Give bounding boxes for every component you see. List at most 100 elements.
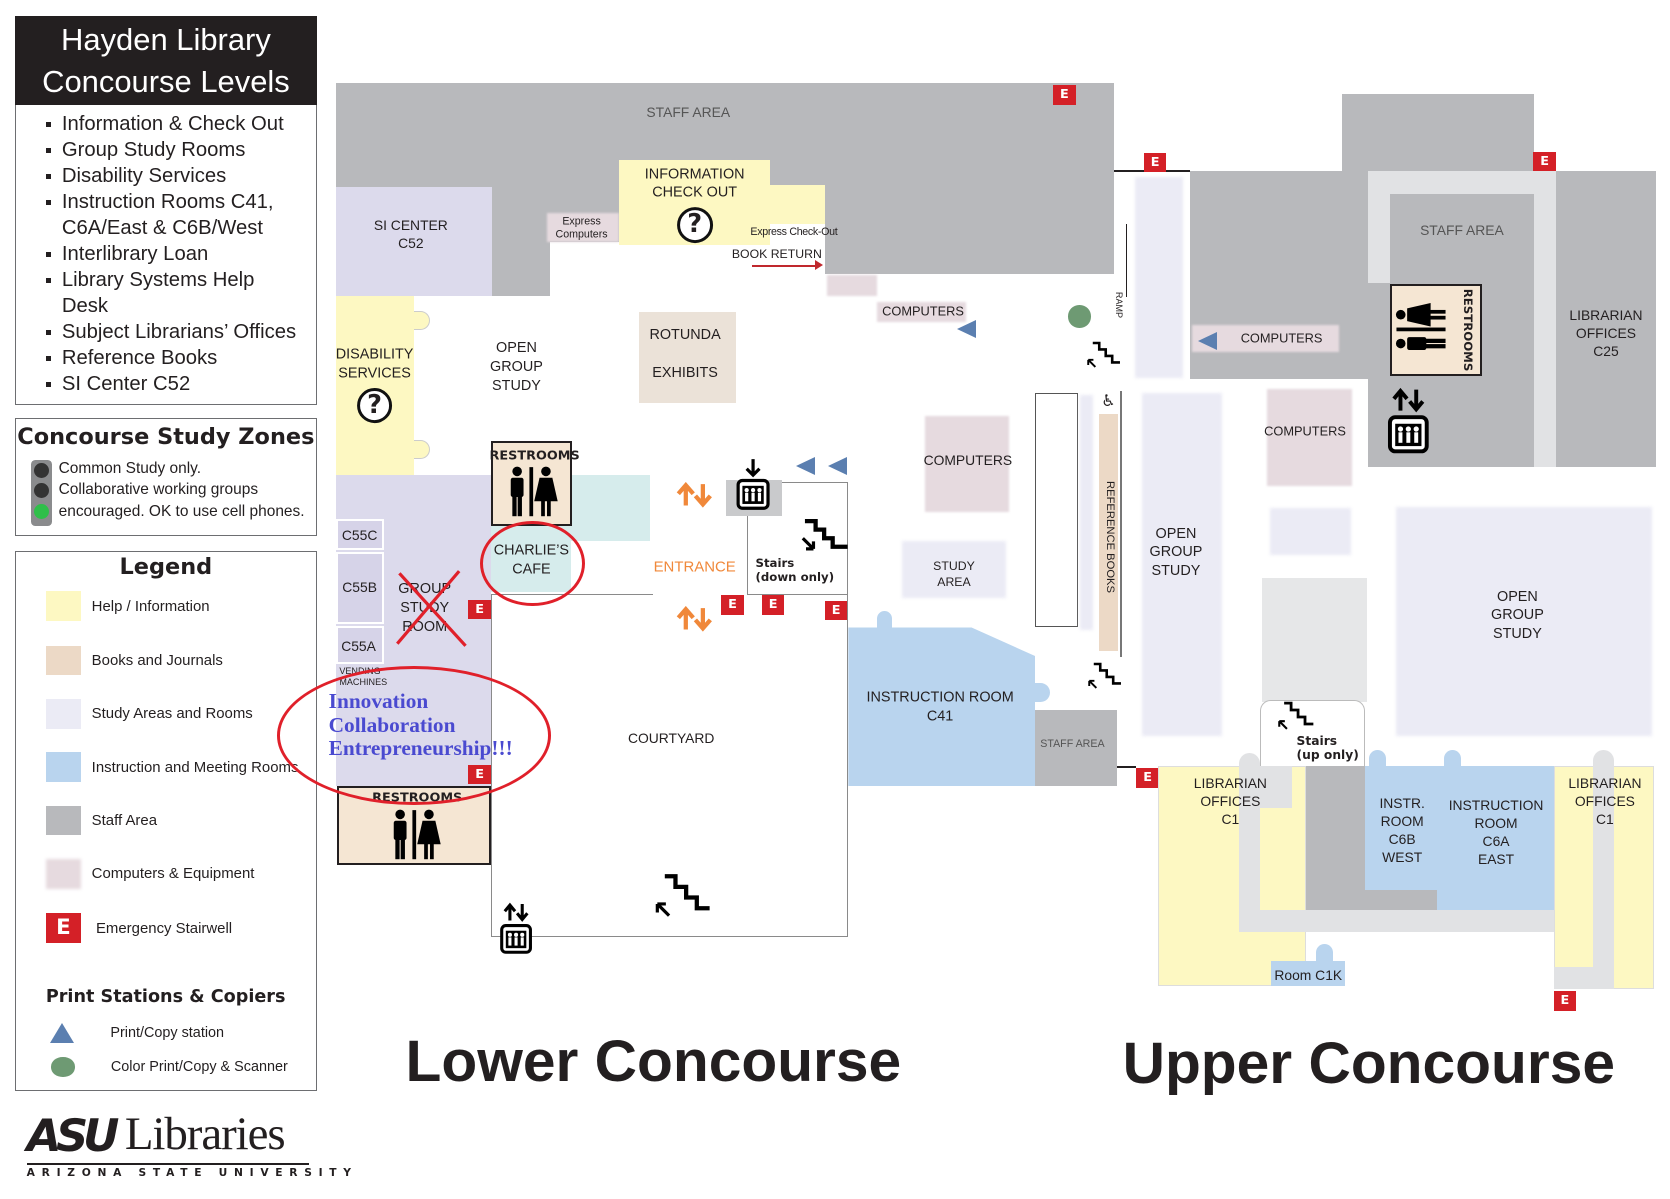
legend-item-color-print: Color Print/Copy & Scanner	[46, 1051, 288, 1083]
legend-label: Print/Copy station	[110, 1024, 225, 1041]
corridor	[1593, 750, 1615, 990]
red-ink-circle-cafe	[480, 520, 585, 607]
room-c55c	[336, 518, 385, 550]
information-label: INFORMATION CHECK OUT	[644, 165, 745, 201]
legend-swatch	[45, 858, 82, 889]
restrooms-label: RESTROOMS	[1461, 288, 1476, 372]
corridor	[1238, 910, 1615, 932]
stairs-icon	[1085, 341, 1121, 371]
legend-label: Help / Information	[91, 597, 210, 615]
corridor	[1260, 766, 1293, 808]
courtyard	[490, 594, 849, 937]
information-desk	[770, 184, 825, 225]
legend-item-books: Books and Journals	[45, 644, 223, 676]
lower-concourse-title: Lower Concourse	[405, 1028, 902, 1094]
shelving	[1035, 392, 1078, 628]
entry-exit-arrows-icon	[673, 482, 716, 508]
upper-concourse-title: Upper Concourse	[1122, 1031, 1615, 1097]
room-c55c-label: C55C	[341, 526, 378, 543]
study-area-label: STUDY AREA	[933, 559, 975, 590]
elevator-icon	[736, 457, 770, 512]
instruction-room-c6a	[1437, 766, 1554, 911]
instruction-room-c41-label: INSTRUCTION ROOM C41	[866, 689, 1014, 725]
rotunda-exhibits-area	[639, 311, 737, 404]
librarian-offices-c1-label: LIBRARIAN OFFICES C1	[1193, 775, 1267, 828]
traffic-light-icon	[30, 459, 53, 526]
computers-label: COMPUTERS	[882, 303, 964, 319]
door	[1035, 682, 1051, 703]
computers-label: COMPUTERS	[1240, 331, 1323, 346]
disability-services-room	[336, 295, 415, 475]
legend-box: Legend Help / Information Books and Jour…	[14, 550, 317, 1091]
emergency-stair-icon: E	[1136, 768, 1159, 788]
services-list-box: Information & Check Out Group Study Room…	[14, 104, 317, 406]
study-zones-title: Concourse Study Zones	[17, 423, 315, 450]
legend-swatch	[45, 591, 82, 621]
asu-libraries-logo: ASU Libraries ARIZONA STATE UNIVERSITY	[26, 1107, 351, 1180]
instr-c6a-label: INSTRUCTION ROOM C6A EAST	[1448, 797, 1544, 868]
door	[877, 611, 893, 629]
zone-line: encouraged. OK to use cell phones.	[58, 502, 305, 520]
open-floor	[549, 242, 825, 296]
logo-rule	[26, 1163, 310, 1166]
instruction-room-c41	[848, 627, 1036, 787]
stairs-up-label: Stairs (up only)	[1296, 734, 1359, 763]
door	[1443, 750, 1461, 768]
computers-label: COMPUTERS	[1264, 423, 1346, 439]
service-item: SI Center C52	[45, 371, 316, 397]
logo-word: Libraries	[124, 1107, 286, 1160]
corridor	[1238, 753, 1261, 932]
legend-swatch	[45, 698, 82, 729]
print-station-icon	[796, 456, 816, 475]
legend-label: Color Print/Copy & Scanner	[110, 1059, 288, 1075]
reference-books-shelf	[1099, 414, 1119, 651]
stairs-icon	[790, 518, 850, 557]
ramp-rail	[1125, 224, 1127, 297]
staff-area-small	[1035, 709, 1118, 787]
zone-line: Collaborative working groups	[58, 481, 259, 499]
librarian-offices-c25	[1555, 170, 1657, 468]
corridor	[1553, 966, 1594, 990]
rotunda-exhibits-label: ROTUNDA EXHIBITS	[649, 327, 721, 381]
open-group-study-right	[1395, 506, 1652, 737]
service-item: Reference Books	[45, 345, 316, 371]
entrance-label: ENTRANCE	[653, 557, 736, 575]
instr-c6b-label: INSTR. ROOM C6B WEST	[1379, 795, 1425, 866]
emergency-stair-icon: E	[468, 599, 491, 619]
upper-staff-area-label: STAFF AREA	[1420, 222, 1504, 239]
legend-item-study: Study Areas and Rooms	[45, 698, 253, 730]
elevator-icon	[1387, 387, 1430, 455]
red-ink-ellipse-annotation	[277, 665, 551, 805]
zone-line: Common Study only.	[58, 459, 202, 477]
title-line-1: Hayden Library	[61, 22, 271, 58]
open-group-study-left	[1141, 392, 1222, 737]
service-item: Instruction Rooms C41, C6A/East & C6B/We…	[45, 189, 316, 241]
computers-area	[877, 301, 966, 323]
cafe-seating	[570, 474, 650, 542]
emergency-stair-icon: E	[761, 595, 785, 615]
upper-staff-block	[1342, 93, 1535, 171]
service-item: Interlibrary Loan	[45, 241, 316, 267]
service-item: Information & Check Out	[45, 111, 316, 137]
express-computers-label: Express Computers	[555, 216, 608, 241]
title-line-2: Concourse Levels	[42, 63, 290, 99]
emergency-stair-icon: E	[45, 913, 82, 944]
stairs-icon	[1086, 662, 1122, 692]
emergency-stair-icon: E	[721, 595, 744, 615]
door	[414, 310, 430, 330]
legend-item-print: Print/Copy station	[46, 1017, 224, 1049]
wall	[1120, 390, 1122, 658]
room-c55a	[336, 626, 385, 664]
open-group-study-label: OPEN GROUP STUDY	[1490, 588, 1544, 643]
service-item: Disability Services	[45, 163, 316, 189]
print-station-triangle-icon	[50, 1022, 75, 1043]
si-center-label: SI CENTER C52	[373, 216, 448, 251]
restroom-icon	[1395, 298, 1448, 362]
print-station-icon	[957, 320, 977, 339]
legend-item-staff: Staff Area	[45, 805, 158, 837]
restrooms-label: RESTROOMS	[489, 448, 580, 464]
legend-label: Staff Area	[91, 812, 158, 829]
stairs-down-label: Stairs (down only)	[755, 556, 835, 584]
express-computers-area	[547, 213, 619, 243]
study-area	[1269, 507, 1351, 555]
